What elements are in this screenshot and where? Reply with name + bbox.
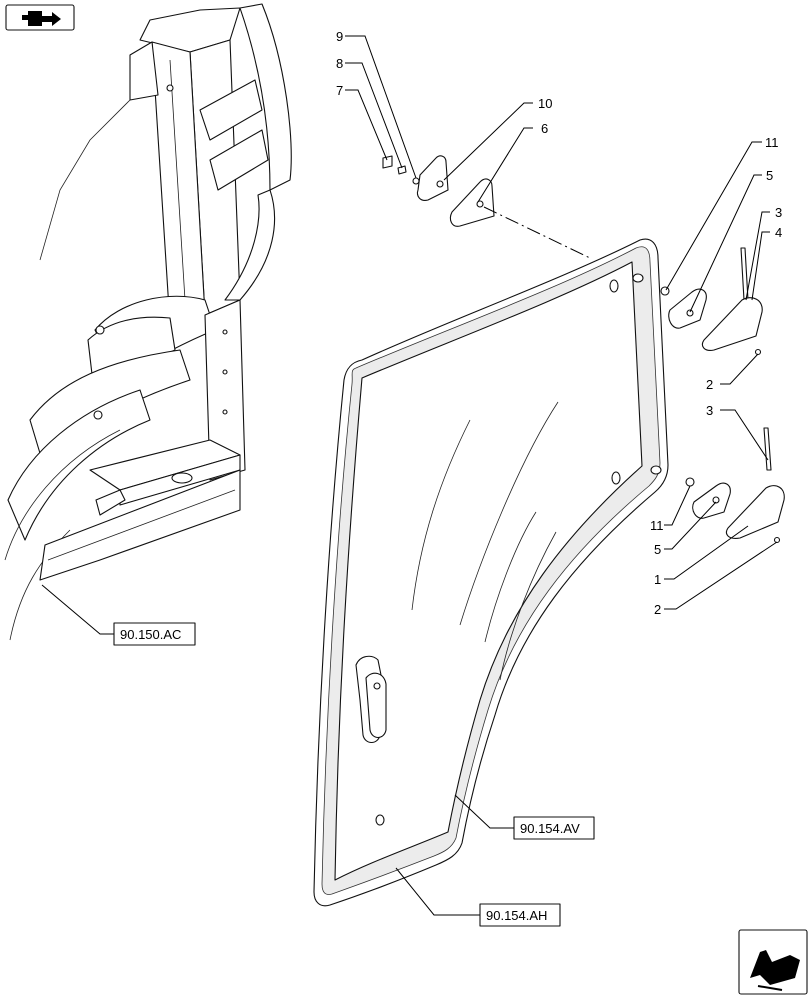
door-glass-panel (313, 238, 669, 907)
cab-frame (4, 3, 292, 641)
callout-9: 9 (336, 29, 343, 44)
callout-5-lower: 5 (654, 542, 661, 557)
book-arrow-icon[interactable] (5, 4, 75, 31)
svg-text:90.154.AH: 90.154.AH (486, 908, 547, 923)
svg-text:90.154.AV: 90.154.AV (520, 821, 580, 836)
callout-4: 4 (775, 225, 782, 240)
callout-labels: 9 8 7 10 6 11 5 3 4 2 3 11 5 1 2 (336, 29, 782, 617)
leader-lines (41, 35, 778, 916)
callout-3-lower: 3 (706, 403, 713, 418)
callout-11-lower: 11 (650, 518, 664, 533)
svg-text:90.150.AC: 90.150.AC (120, 627, 181, 642)
callout-1: 1 (654, 572, 661, 587)
callout-5-upper: 5 (766, 168, 773, 183)
callout-6: 6 (541, 121, 548, 136)
door-handle (355, 655, 387, 744)
reference-seal[interactable]: 90.154.AH (479, 903, 561, 927)
reference-cab[interactable]: 90.150.AC (113, 622, 196, 646)
callout-10: 10 (538, 96, 552, 111)
callout-2-upper: 2 (706, 377, 713, 392)
callout-3-upper: 3 (775, 205, 782, 220)
upper-hinge-parts (382, 155, 495, 227)
right-hinge-parts (660, 247, 785, 544)
callout-11-upper: 11 (765, 135, 779, 150)
reference-glass[interactable]: 90.154.AV (513, 816, 595, 840)
next-page-arrow-icon[interactable] (738, 929, 808, 995)
callout-7: 7 (336, 83, 343, 98)
callout-8: 8 (336, 56, 343, 71)
callout-2-lower: 2 (654, 602, 661, 617)
